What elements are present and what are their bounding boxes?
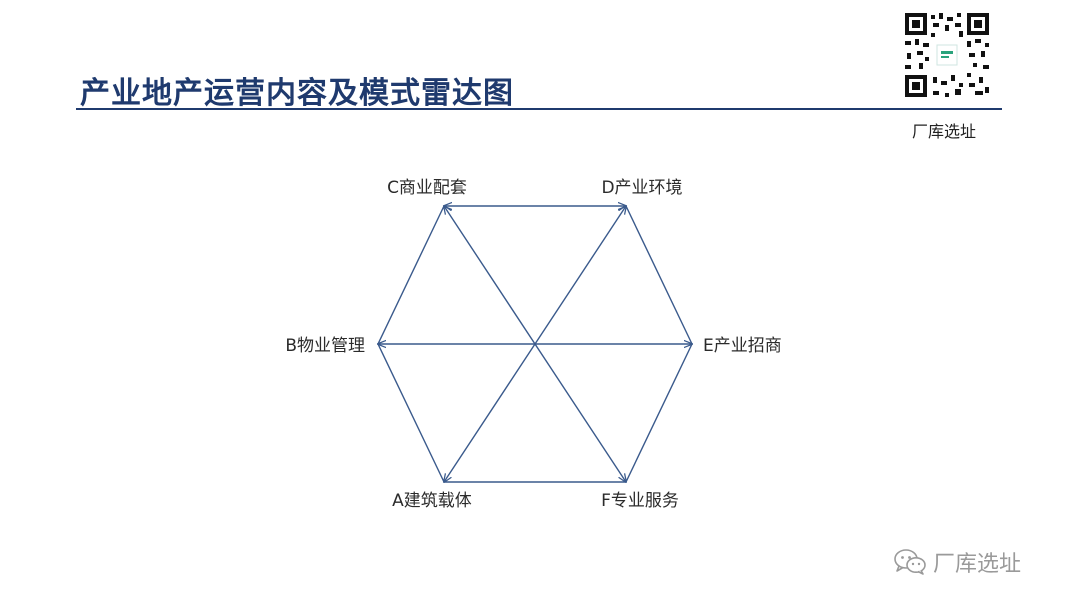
node-label-e: E产业招商: [703, 336, 782, 356]
node-label-d: D产业环境: [601, 178, 682, 198]
node-label-b: B物业管理: [285, 336, 365, 356]
node-label-f: F专业服务: [601, 491, 679, 511]
edge-d-e: [625, 205, 693, 345]
node-label-c: C商业配套: [387, 178, 467, 198]
watermark-text: 厂库选址: [933, 552, 1022, 577]
edge-c-f: [444, 206, 626, 482]
slide-title: 产业地产运营内容及模式雷达图: [80, 76, 514, 111]
edge-e-f: [625, 343, 693, 483]
watermark: 厂库选址: [893, 546, 1021, 578]
edge-b-c: [377, 205, 445, 345]
title-divider: [76, 108, 1002, 110]
qr-code-icon: [903, 11, 991, 99]
wechat-icon: [894, 549, 926, 575]
brand-label: 厂库选址: [912, 122, 977, 141]
edge-a-b: [377, 343, 445, 483]
node-label-a: A建筑载体: [392, 491, 472, 511]
